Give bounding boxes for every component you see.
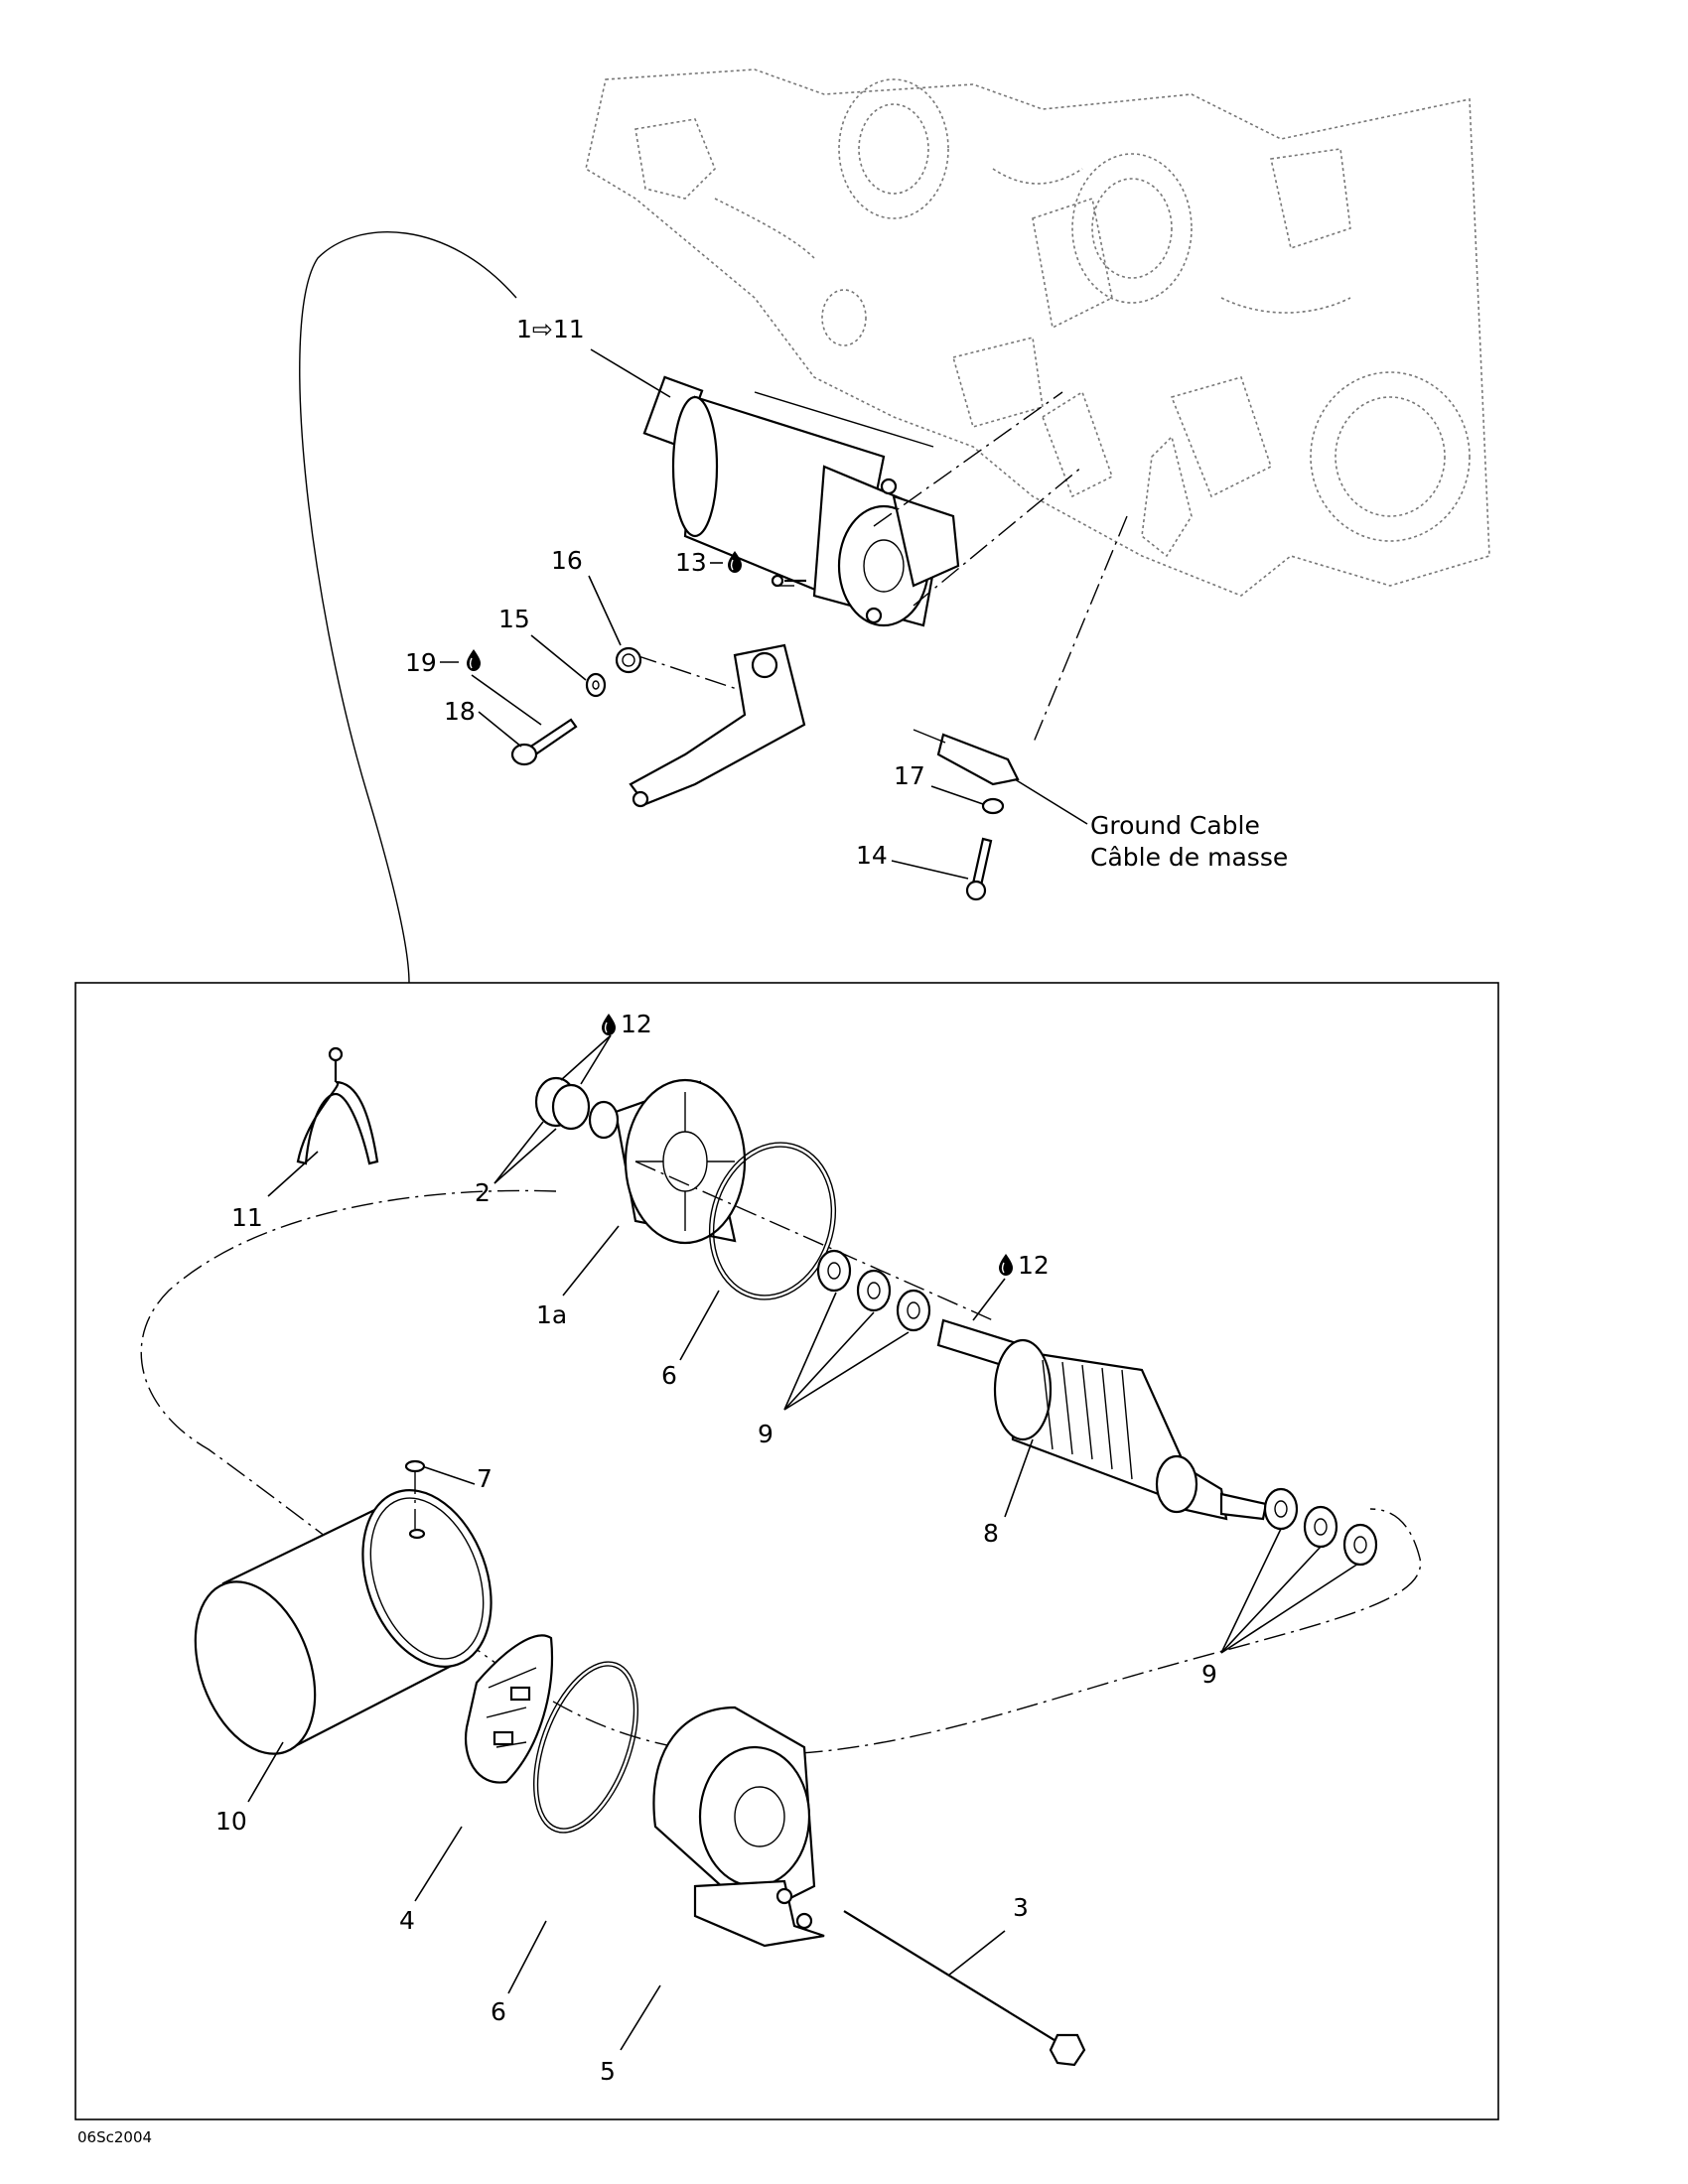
callout-2: 2 xyxy=(475,1178,491,1207)
o-ring-6-lower-inner xyxy=(536,1665,635,1830)
callout-1a: 1a xyxy=(536,1300,567,1329)
o-ring-6-upper-inner xyxy=(712,1146,833,1297)
drop-icon xyxy=(466,648,482,672)
detail-leader-curve xyxy=(299,231,517,984)
o-ring-6-lower xyxy=(532,1661,639,1834)
screw-18 xyxy=(510,718,578,766)
nut-16 xyxy=(615,646,642,674)
brush-holder-4 xyxy=(464,1634,553,1784)
starter-motor-assembly xyxy=(642,375,960,627)
seal-7 xyxy=(404,1459,426,1473)
callout-15: 15 xyxy=(498,605,530,633)
callout-12-armature: 12 xyxy=(1018,1251,1050,1280)
callout-9-lower: 9 xyxy=(1201,1660,1217,1689)
callout-7: 7 xyxy=(477,1464,492,1493)
callout-19: 19 xyxy=(405,648,437,677)
alignment-line xyxy=(873,391,1063,527)
callout-14: 14 xyxy=(856,841,888,870)
callout-5: 5 xyxy=(600,2057,616,2086)
callout-starter-range: 1⇨11 xyxy=(516,315,585,343)
alignment-line xyxy=(634,654,756,696)
drop-icon xyxy=(601,1013,617,1036)
screw-14 xyxy=(965,837,993,901)
detail-box xyxy=(74,982,1499,2120)
clamp-11 xyxy=(296,1046,379,1165)
alignment-line xyxy=(1032,515,1128,746)
ground-cable-terminal xyxy=(913,729,1020,786)
washers-9-upper xyxy=(816,1249,931,1332)
callout-9-upper: 9 xyxy=(758,1420,774,1448)
drop-icon xyxy=(998,1253,1014,1277)
callout-16: 16 xyxy=(551,546,583,575)
ground-cable-label-fr: Câble de masse xyxy=(1090,843,1288,872)
alignment-line xyxy=(634,1160,994,1321)
callout-12: 12 xyxy=(621,1010,652,1038)
ground-cable-label-en: Ground Cable xyxy=(1090,811,1260,840)
callout-3: 3 xyxy=(1013,1893,1029,1922)
washer-17 xyxy=(981,797,1005,815)
washers-9-lower xyxy=(1263,1487,1378,1567)
o-ring-6-upper xyxy=(708,1142,837,1300)
engine-outline xyxy=(585,68,1490,597)
bushings-2 xyxy=(534,1076,591,1131)
armature-8 xyxy=(936,1318,1268,1521)
callout-11: 11 xyxy=(231,1203,263,1232)
rear-cover-5 xyxy=(652,1706,825,1948)
callout-18: 18 xyxy=(444,697,476,726)
callout-6-upper: 6 xyxy=(661,1361,677,1390)
callout-4: 4 xyxy=(399,1906,415,1935)
washer-15 xyxy=(585,672,607,698)
callout-6-lower: 6 xyxy=(491,1997,506,2026)
callout-8: 8 xyxy=(983,1519,999,1548)
front-cover-1a xyxy=(588,1078,747,1245)
yoke-housing-10 xyxy=(194,1489,492,1755)
callout-13: 13 xyxy=(675,548,707,577)
callout-10: 10 xyxy=(215,1807,247,1836)
figure-code: 06Sc2004 xyxy=(77,2128,152,2146)
callout-17: 17 xyxy=(894,761,925,790)
starter-support-bracket xyxy=(629,643,806,808)
through-bolt-3 xyxy=(843,1910,1086,2067)
